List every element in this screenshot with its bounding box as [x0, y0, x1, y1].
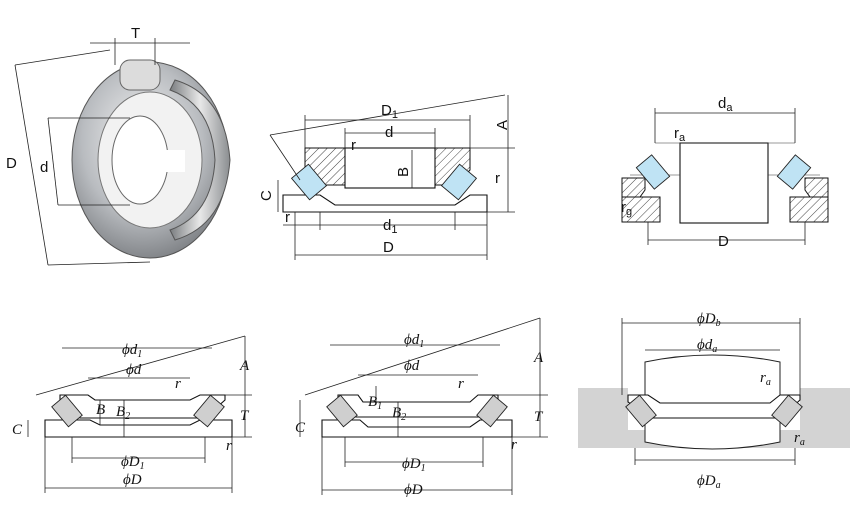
- diagram-b-mounting: da ra rg D: [621, 95, 829, 250]
- label-r-top: r: [458, 376, 464, 392]
- roller-left: [290, 163, 328, 201]
- a-slant-line: [269, 94, 506, 136]
- roller-left: [635, 154, 671, 190]
- label-B2: B2: [392, 405, 406, 423]
- diagram-a-section: D1 d r A B r C r d1 D: [258, 94, 515, 260]
- label-phi-d1: ϕd1: [122, 342, 142, 360]
- housing-washer: [321, 419, 513, 438]
- label-A: A: [239, 358, 250, 374]
- d-inner-dim-line: [47, 117, 59, 206]
- label-B1: B1: [368, 394, 382, 412]
- label-C: C: [258, 190, 275, 201]
- label-rg: rg: [621, 199, 632, 218]
- shaft-shape: [644, 354, 781, 450]
- roller-left: [51, 394, 83, 428]
- roller-left: [326, 394, 358, 428]
- label-ra-bottom: ra: [794, 430, 805, 448]
- label-A: A: [533, 350, 544, 366]
- d-outer-ext-bottom: [47, 261, 151, 266]
- label-r-bottom: r: [511, 437, 517, 453]
- label-phi-Da: ϕDa: [697, 473, 721, 491]
- label-D: D: [383, 239, 394, 256]
- label-d1: d1: [383, 217, 397, 236]
- label-T: T: [534, 409, 544, 425]
- label-ra-top: ra: [760, 370, 771, 388]
- label-T: T: [240, 408, 250, 424]
- bore-outline: [344, 147, 436, 189]
- diagram-e-mounting: ϕDb ϕda ra ra ϕDa: [578, 311, 850, 491]
- roller-shape: [119, 59, 161, 91]
- label-phi-d: ϕd: [126, 362, 142, 378]
- label-r-bottom: r: [226, 438, 232, 454]
- label-inner-d: d: [40, 159, 48, 176]
- diagram-d-section: ϕd1 ϕd r A B1 B2 T C r ϕD1 ϕD: [295, 317, 548, 498]
- bearing-photo: T D d: [6, 25, 231, 266]
- roller-right: [771, 394, 803, 428]
- label-r-top: r: [351, 137, 356, 154]
- housing-washer-shape: [169, 79, 231, 241]
- label-ra: ra: [674, 125, 686, 144]
- housing-right-block: [800, 388, 850, 448]
- label-phi-D: ϕD: [404, 482, 423, 498]
- roller-right: [776, 154, 812, 190]
- label-C: C: [295, 420, 306, 436]
- cutaway-shape: [145, 150, 185, 172]
- housing-washer: [282, 194, 488, 213]
- label-phi-da: ϕda: [697, 337, 717, 355]
- label-D: D: [718, 233, 729, 250]
- chamfer-line: [269, 134, 301, 181]
- label-C: C: [12, 422, 23, 438]
- housing-right-upper: [804, 177, 829, 198]
- housing-left-lower: [621, 196, 661, 223]
- label-B2: B2: [116, 404, 130, 422]
- housing-left-upper: [621, 177, 646, 198]
- shaft-washer: [337, 394, 499, 418]
- label-r-top: r: [175, 376, 181, 392]
- label-A: A: [494, 120, 511, 130]
- label-da: da: [718, 95, 733, 114]
- roller-left: [625, 394, 657, 428]
- label-r-bottom: r: [285, 209, 290, 226]
- label-phi-D: ϕD: [123, 472, 142, 488]
- label-t: T: [131, 25, 140, 42]
- label-phi-D1: ϕD1: [402, 456, 426, 474]
- label-B: B: [96, 402, 105, 418]
- label-D1: D1: [381, 102, 398, 121]
- a-slant-line: [35, 335, 246, 396]
- shaft-outline: [679, 142, 769, 224]
- roller-right: [476, 394, 508, 428]
- roller-right: [440, 163, 478, 201]
- diagram-c-section: ϕd1 ϕd r A B B2 T C r ϕD1 ϕD: [12, 335, 252, 493]
- label-phi-Db: ϕDb: [697, 311, 721, 329]
- label-phi-d1: ϕd1: [404, 332, 424, 350]
- housing-left-block: [578, 388, 628, 448]
- a-slant-line: [304, 317, 541, 396]
- roller-right: [193, 394, 225, 428]
- d-outer-ext-top: [14, 49, 111, 66]
- label-d: d: [385, 124, 393, 141]
- label-outer-d: D: [6, 155, 17, 172]
- d-outer-dim-line: [14, 64, 49, 266]
- label-B: B: [395, 167, 412, 177]
- label-phi-d: ϕd: [404, 358, 420, 374]
- housing-right-lower: [789, 196, 829, 223]
- label-r-side: r: [495, 170, 500, 187]
- label-phi-D1: ϕD1: [121, 454, 145, 472]
